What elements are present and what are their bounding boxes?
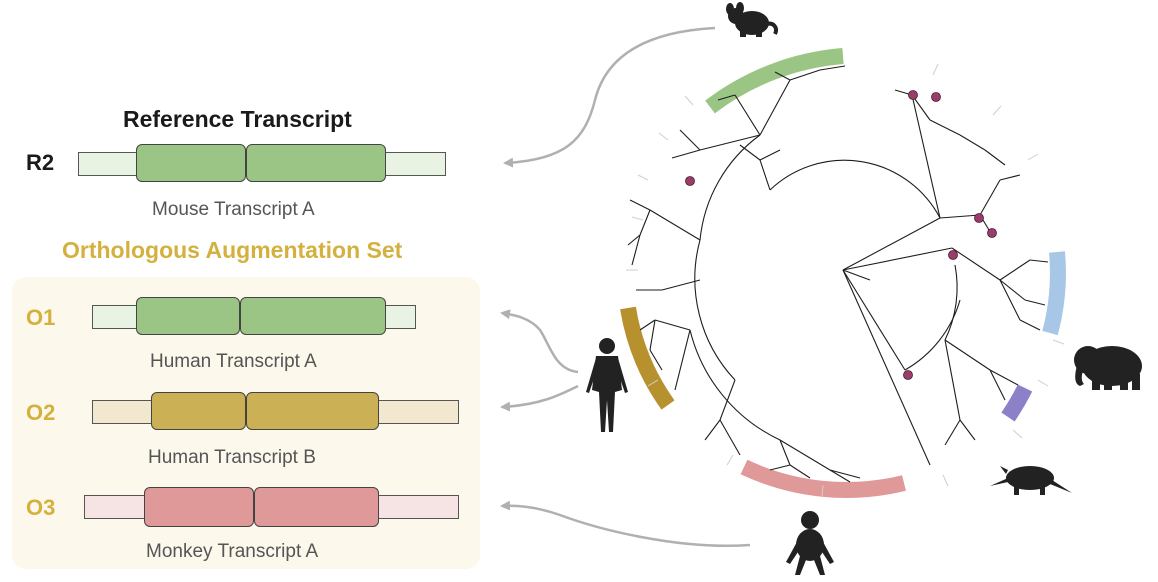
clade-arc-human bbox=[620, 306, 675, 410]
phylogenetic-tree bbox=[627, 65, 1049, 483]
human-icon bbox=[586, 338, 628, 432]
arrow-chinchilla-to-r2 bbox=[503, 26, 716, 168]
exon-block bbox=[240, 297, 386, 335]
exon-block bbox=[246, 392, 379, 430]
caption-o1: Human Transcript A bbox=[150, 351, 317, 372]
row-label-o1: O1 bbox=[26, 305, 56, 330]
node-markers bbox=[685, 90, 997, 380]
arrow-human-to-o2 bbox=[500, 384, 579, 412]
chinchilla-icon bbox=[726, 2, 778, 37]
row-label-o3: O3 bbox=[26, 495, 56, 520]
armadillo-icon bbox=[990, 466, 1072, 495]
exon-block bbox=[151, 392, 246, 430]
exon-block bbox=[246, 144, 386, 182]
clade-arc-elephant bbox=[1042, 251, 1066, 336]
arrow-human-to-o1 bbox=[500, 309, 579, 374]
exon-block bbox=[136, 144, 246, 182]
row-label-o2: O2 bbox=[26, 400, 56, 425]
clade-arc-monkey bbox=[740, 459, 906, 498]
clade-arc-mouse bbox=[705, 48, 844, 114]
row-label-r2: R2 bbox=[26, 150, 55, 175]
exon-block bbox=[144, 487, 254, 527]
leaf-tips bbox=[626, 63, 1065, 498]
reference-heading: Reference Transcript bbox=[123, 106, 352, 132]
exon-block bbox=[254, 487, 379, 527]
elephant-icon bbox=[1074, 346, 1142, 390]
clade-arc-armadillo bbox=[1001, 384, 1033, 422]
exon-block bbox=[136, 297, 240, 335]
caption-r2: Mouse Transcript A bbox=[152, 199, 315, 220]
caption-o2: Human Transcript B bbox=[148, 447, 316, 468]
monkey-icon bbox=[786, 511, 834, 575]
arrow-monkey-to-o3 bbox=[500, 500, 751, 547]
augmentation-heading: Orthologous Augmentation Set bbox=[62, 237, 403, 263]
caption-o3: Monkey Transcript A bbox=[146, 541, 319, 562]
